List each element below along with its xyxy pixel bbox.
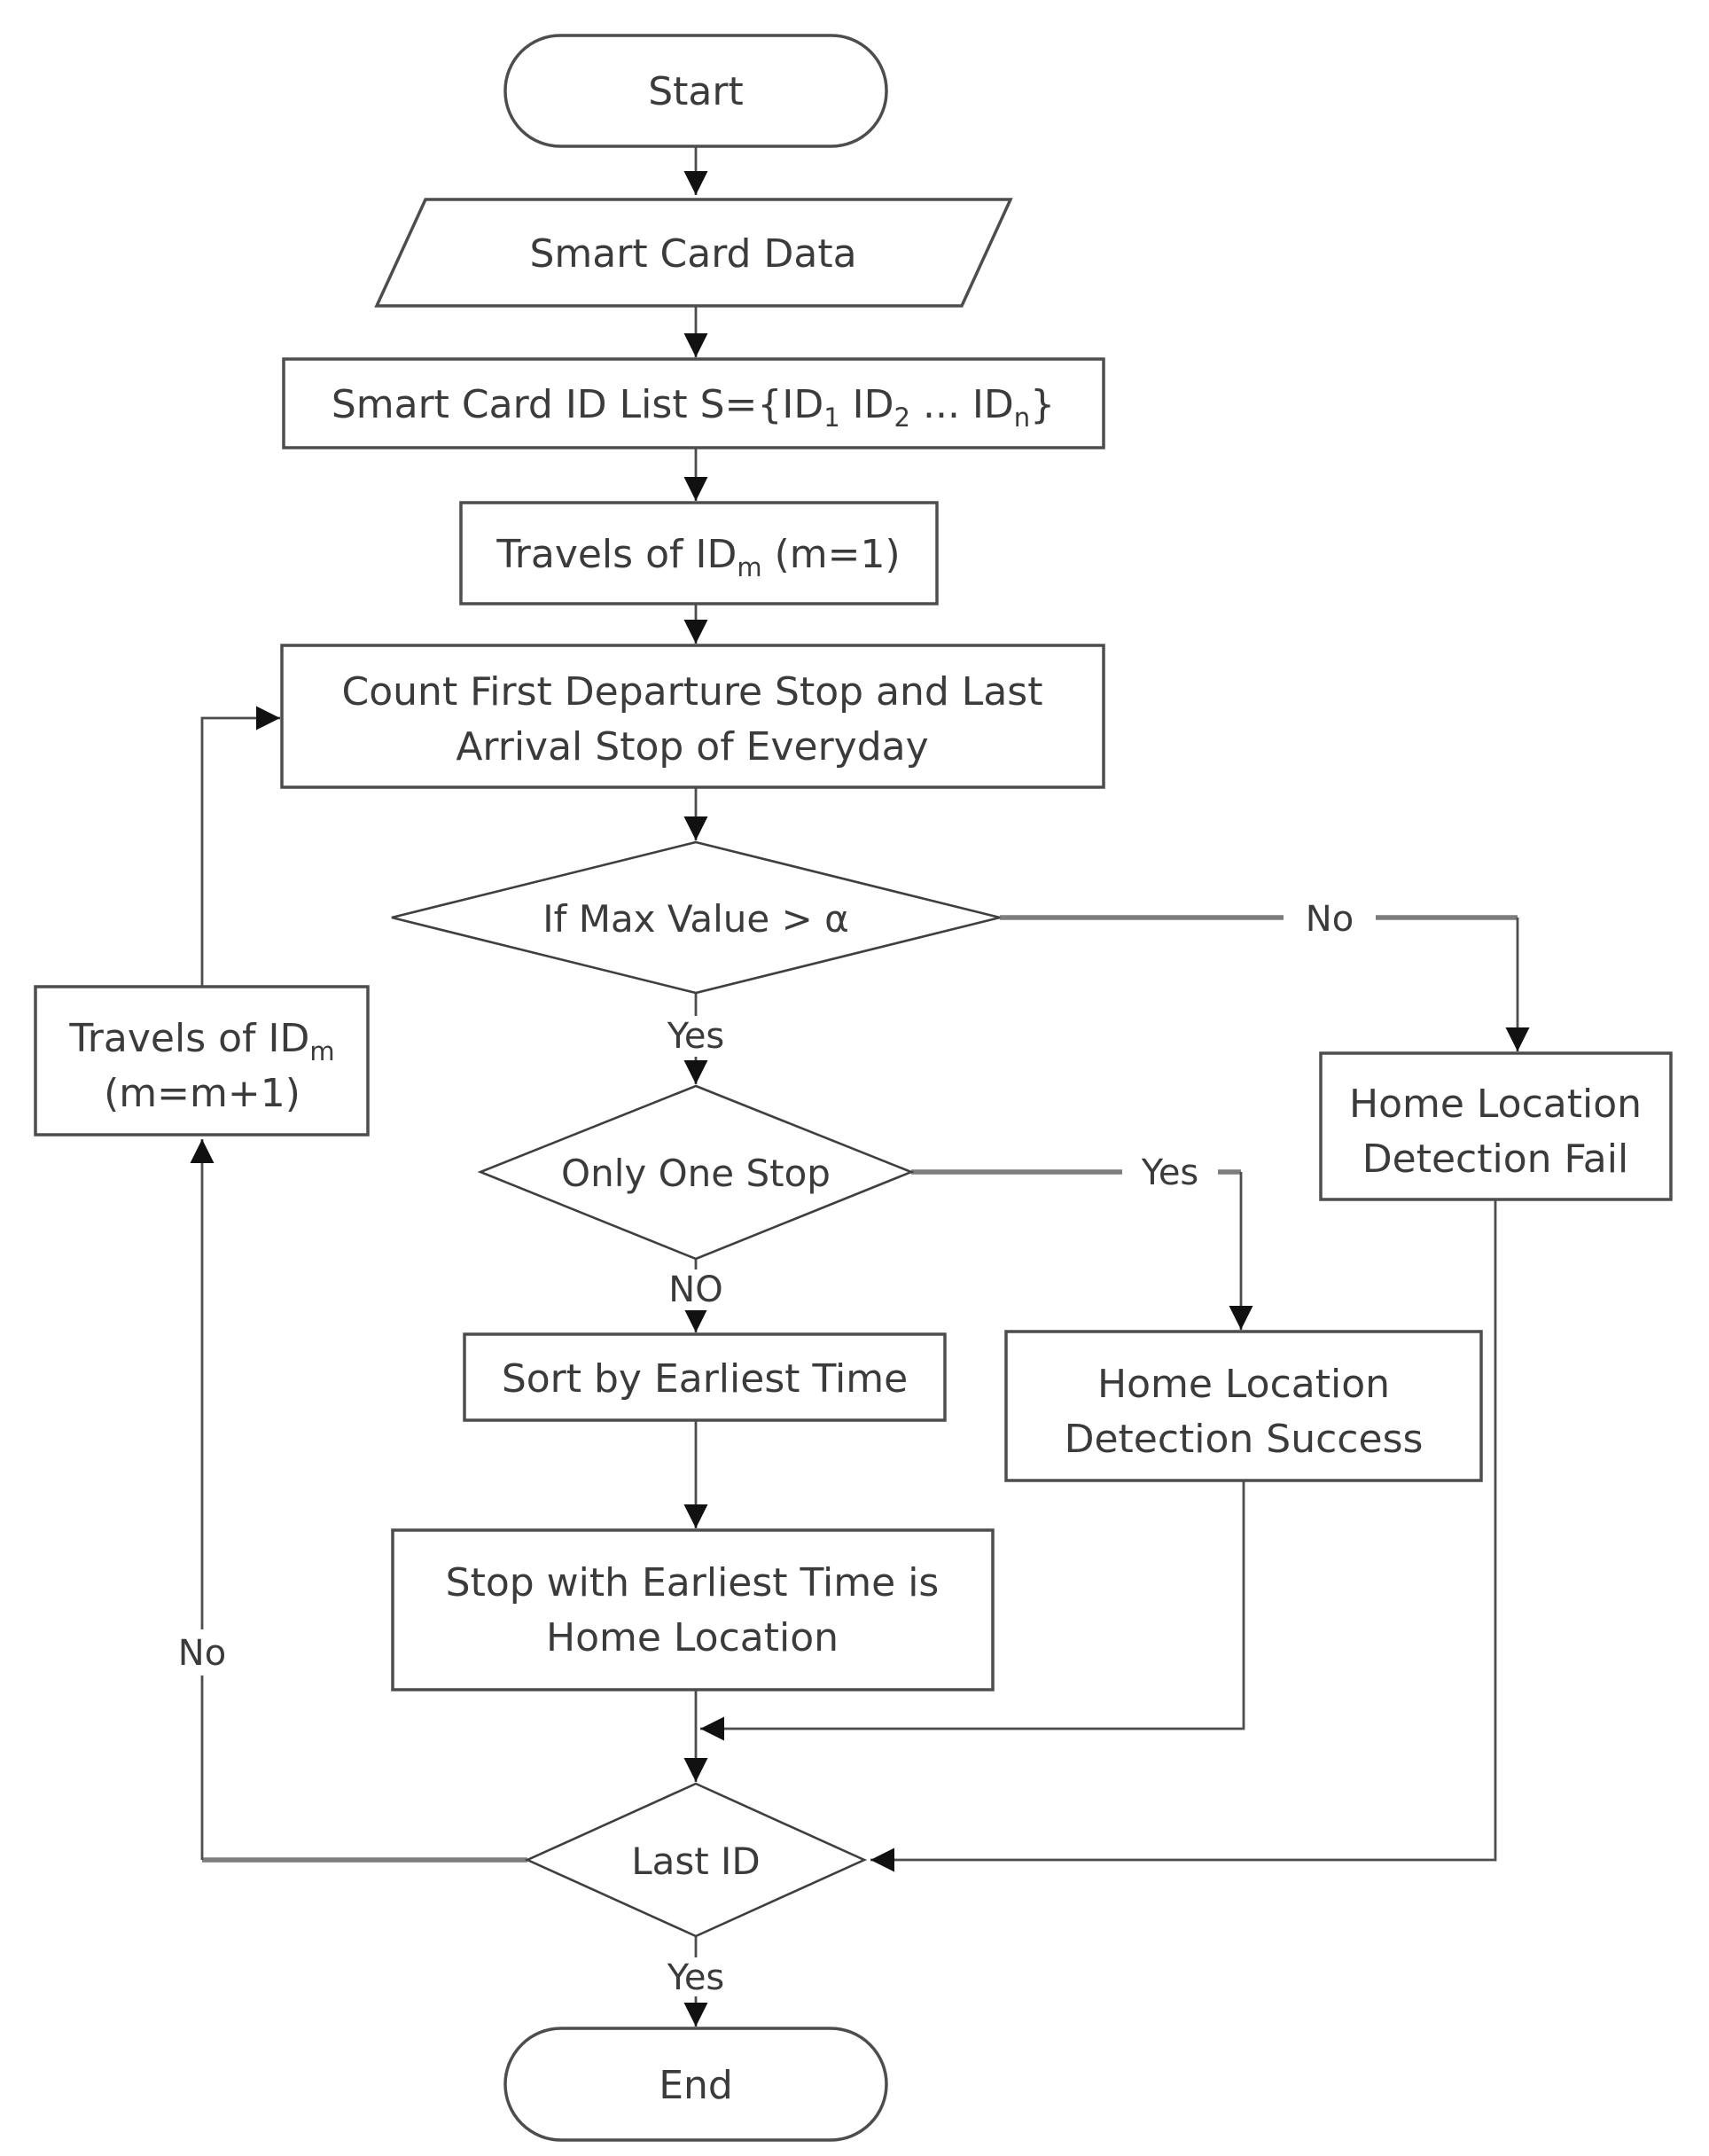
decision-diamond-shape	[524, 1782, 868, 1938]
home-success-line1: Home Location	[1097, 1362, 1390, 1407]
only-one-stop-node: Only One Stop	[477, 1084, 915, 1261]
home-fail-line1: Home Location	[1349, 1082, 1642, 1127]
last-id-label: Last ID	[631, 1840, 761, 1883]
process-box-shape	[280, 644, 1105, 789]
id-list-sub1: 1	[823, 402, 839, 433]
start-node: Start	[503, 34, 888, 148]
earliest-is-home-line1: Stop with Earliest Time is	[446, 1560, 940, 1605]
edge-label-onestop-no: NO	[668, 1269, 722, 1310]
travels-m1-sub: m	[737, 552, 761, 582]
home-success-node: Home Location Detection Success	[1004, 1330, 1483, 1482]
edge-label-maxvalue-no: No	[1306, 899, 1354, 940]
edge-label-lastid-yes: Yes	[667, 1957, 725, 1998]
io-parallelogram-shape	[374, 198, 1013, 308]
process-box-shape	[1319, 1051, 1673, 1201]
process-box-shape	[34, 985, 370, 1137]
travels-m-next-text: Travels of ID	[68, 1016, 309, 1061]
sort-earliest-node: Sort by Earliest Time	[463, 1332, 947, 1422]
label-bg	[653, 1269, 738, 1310]
edge-travelsnext-to-count	[200, 706, 280, 987]
process-box-shape	[459, 501, 939, 605]
travels-m1-node: Travels of IDm (m=1)	[459, 501, 939, 605]
process-box-shape	[391, 1528, 995, 1691]
travels-m-next-sub: m	[309, 1036, 334, 1066]
label-bg	[1284, 894, 1376, 940]
process-box-shape	[463, 1332, 947, 1422]
label-bg	[156, 1629, 248, 1676]
earliest-is-home-line2: Home Location	[546, 1615, 839, 1660]
end-node: End	[503, 2027, 888, 2142]
smart-card-data-node: Smart Card Data	[374, 198, 1013, 308]
id-list-text: ID	[840, 382, 894, 427]
count-stops-line1: Count First Departure Stop and Last	[342, 669, 1043, 715]
label-bg	[653, 1016, 738, 1057]
travels-m1-text: Travels of ID	[496, 532, 737, 577]
only-one-stop-label: Only One Stop	[561, 1152, 831, 1195]
earliest-is-home-node: Stop with Earliest Time is Home Location	[391, 1528, 995, 1691]
start-label: Start	[648, 69, 744, 114]
home-fail-node: Home Location Detection Fail	[1319, 1051, 1673, 1201]
travels-m-next-line1: Travels of IDm	[68, 1016, 334, 1066]
sort-earliest-label: Sort by Earliest Time	[502, 1356, 908, 1402]
travels-m1-text: (m=1)	[762, 532, 901, 577]
edge-label-onestop-yes: Yes	[1141, 1152, 1199, 1193]
id-list-node: Smart Card ID List S={ID1 ID2 ... IDn}	[282, 357, 1105, 449]
home-success-line2: Detection Success	[1065, 1417, 1424, 1462]
edge-fail-to-lastid	[870, 1199, 1497, 1872]
if-max-value-label: If Max Value > α	[542, 897, 849, 941]
travels-m-next-node: Travels of IDm (m=m+1)	[34, 985, 370, 1137]
last-id-node: Last ID	[524, 1782, 868, 1938]
decision-diamond-shape	[477, 1084, 915, 1261]
id-list-subn: n	[1014, 402, 1030, 433]
home-fail-line2: Detection Fail	[1362, 1137, 1628, 1182]
id-list-text: Smart Card ID List S={ID	[332, 382, 823, 427]
end-label: End	[659, 2063, 733, 2108]
count-stops-line2: Arrival Stop of Everyday	[456, 724, 928, 769]
label-bg	[1122, 1151, 1218, 1193]
end-terminator-shape	[503, 2027, 888, 2142]
edge-success-to-merge	[700, 1480, 1245, 1741]
edge-label-lastid-no: No	[178, 1633, 226, 1674]
decision-diamond-shape	[391, 840, 1001, 995]
process-box-shape	[282, 357, 1105, 449]
nodes: Start Smart Card Data Smart Card ID List…	[34, 34, 1673, 2142]
if-max-value-node: If Max Value > α	[391, 840, 1001, 995]
count-stops-node: Count First Departure Stop and Last Arri…	[280, 644, 1105, 789]
travels-m1-label: Travels of IDm (m=1)	[496, 532, 900, 582]
process-box-shape	[1004, 1330, 1483, 1482]
edge-labels: Yes No Yes NO No Yes	[156, 894, 1376, 1998]
id-list-label: Smart Card ID List S={ID1 ID2 ... IDn}	[332, 382, 1055, 433]
edge-label-maxvalue-yes: Yes	[667, 1016, 725, 1057]
edges	[190, 146, 1530, 2027]
travels-m-next-line2: (m=m+1)	[104, 1071, 300, 1116]
id-list-sub2: 2	[894, 402, 910, 433]
label-bg	[652, 1957, 740, 1996]
start-terminator-shape	[503, 34, 888, 148]
smart-card-data-label: Smart Card Data	[529, 231, 856, 277]
id-list-text: }	[1030, 382, 1055, 427]
id-list-text: ... ID	[910, 382, 1014, 427]
